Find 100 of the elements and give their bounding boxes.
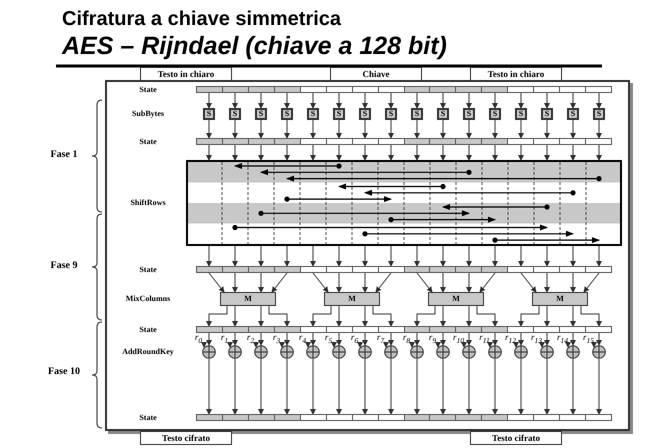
arrow xyxy=(232,144,238,161)
arrow xyxy=(596,332,602,346)
s-box: S xyxy=(385,108,397,120)
row-label: SubBytes xyxy=(130,109,165,119)
mix-box: M xyxy=(220,292,276,306)
arrow xyxy=(284,332,290,346)
arrow xyxy=(336,246,342,267)
key-byte-label: r$_{6}$ xyxy=(348,332,361,344)
arrow xyxy=(518,246,524,267)
xor-symbol xyxy=(410,345,424,359)
arrow xyxy=(565,342,571,348)
arrow xyxy=(414,120,420,139)
phase-label: Fase 1 xyxy=(50,149,78,161)
arrow xyxy=(492,92,498,109)
arrow xyxy=(466,358,472,415)
arrow xyxy=(544,306,550,327)
arrow xyxy=(305,342,311,348)
arrow xyxy=(492,246,498,267)
arrow xyxy=(544,332,550,346)
state-bar xyxy=(196,138,612,145)
tab-label: Testo in chiaro xyxy=(140,67,232,81)
arrow xyxy=(206,358,212,415)
arrow xyxy=(466,272,472,293)
arrow xyxy=(414,246,420,267)
state-bar xyxy=(196,266,612,273)
arrow xyxy=(312,272,329,293)
arrow xyxy=(271,272,288,293)
arrow xyxy=(362,144,368,161)
s-box: S xyxy=(281,108,293,120)
arrow xyxy=(492,332,498,346)
arrow xyxy=(388,144,394,161)
arrow xyxy=(596,92,602,109)
s-box: S xyxy=(307,108,319,120)
arrow xyxy=(284,120,290,139)
arrow xyxy=(544,272,550,293)
key-byte-label: r$_{8}$ xyxy=(400,332,413,344)
arrow xyxy=(409,342,415,348)
arrow xyxy=(492,358,498,415)
tab-label: Chiave xyxy=(330,67,422,81)
arrow xyxy=(466,144,472,161)
arrow xyxy=(466,306,472,327)
arrow xyxy=(518,306,540,327)
xor-symbol xyxy=(462,345,476,359)
arrow xyxy=(544,120,550,139)
arrow xyxy=(461,342,467,348)
arrow xyxy=(336,144,342,161)
arrow xyxy=(570,306,576,327)
arrow xyxy=(253,342,259,348)
arrow xyxy=(544,246,550,267)
arrow xyxy=(310,120,316,139)
arrow xyxy=(466,246,472,267)
s-box: S xyxy=(463,108,475,120)
arrow xyxy=(479,272,496,293)
arrow xyxy=(362,306,368,327)
row-label: MixColumns xyxy=(124,294,172,304)
title: Cifratura a chiave simmetrica xyxy=(62,8,342,31)
arrow xyxy=(440,272,446,293)
arrow xyxy=(258,246,264,267)
s-box: S xyxy=(255,108,267,120)
mix-box: M xyxy=(324,292,380,306)
arrow xyxy=(310,306,332,327)
arrow xyxy=(310,358,316,415)
arrow xyxy=(440,358,446,415)
arrow xyxy=(440,332,446,346)
arrow xyxy=(336,272,342,293)
arrow xyxy=(383,342,389,348)
arrow xyxy=(258,92,264,109)
row-label: State xyxy=(138,84,158,94)
arrow xyxy=(466,332,472,346)
arrow xyxy=(284,144,290,161)
xor-symbol xyxy=(280,345,294,359)
arrow xyxy=(206,246,212,267)
state-bar xyxy=(196,326,612,333)
arrow xyxy=(440,120,446,139)
s-box: S xyxy=(411,108,423,120)
xor-symbol xyxy=(332,345,346,359)
s-box: S xyxy=(437,108,449,120)
arrow xyxy=(362,246,368,267)
state-bar xyxy=(196,414,612,421)
arrow xyxy=(596,358,602,415)
arrow xyxy=(284,358,290,415)
key-byte-label: r$_{11}$ xyxy=(478,332,491,344)
arrow xyxy=(206,92,212,109)
arrow xyxy=(232,92,238,109)
arrow xyxy=(362,120,368,139)
arrow xyxy=(336,332,342,346)
arrow xyxy=(388,92,394,109)
xor-symbol xyxy=(488,345,502,359)
xor-symbol xyxy=(228,345,242,359)
key-byte-label: r$_{10}$ xyxy=(452,332,465,344)
arrow xyxy=(570,92,576,109)
key-byte-label: r$_{2}$ xyxy=(244,332,257,344)
arrow xyxy=(372,306,394,327)
arrow xyxy=(596,246,602,267)
arrow xyxy=(227,342,233,348)
mix-box: M xyxy=(428,292,484,306)
row-label: AddRoundKey xyxy=(121,347,175,357)
arrow xyxy=(580,306,602,327)
arrow xyxy=(492,144,498,161)
key-byte-label: r$_{7}$ xyxy=(374,332,387,344)
